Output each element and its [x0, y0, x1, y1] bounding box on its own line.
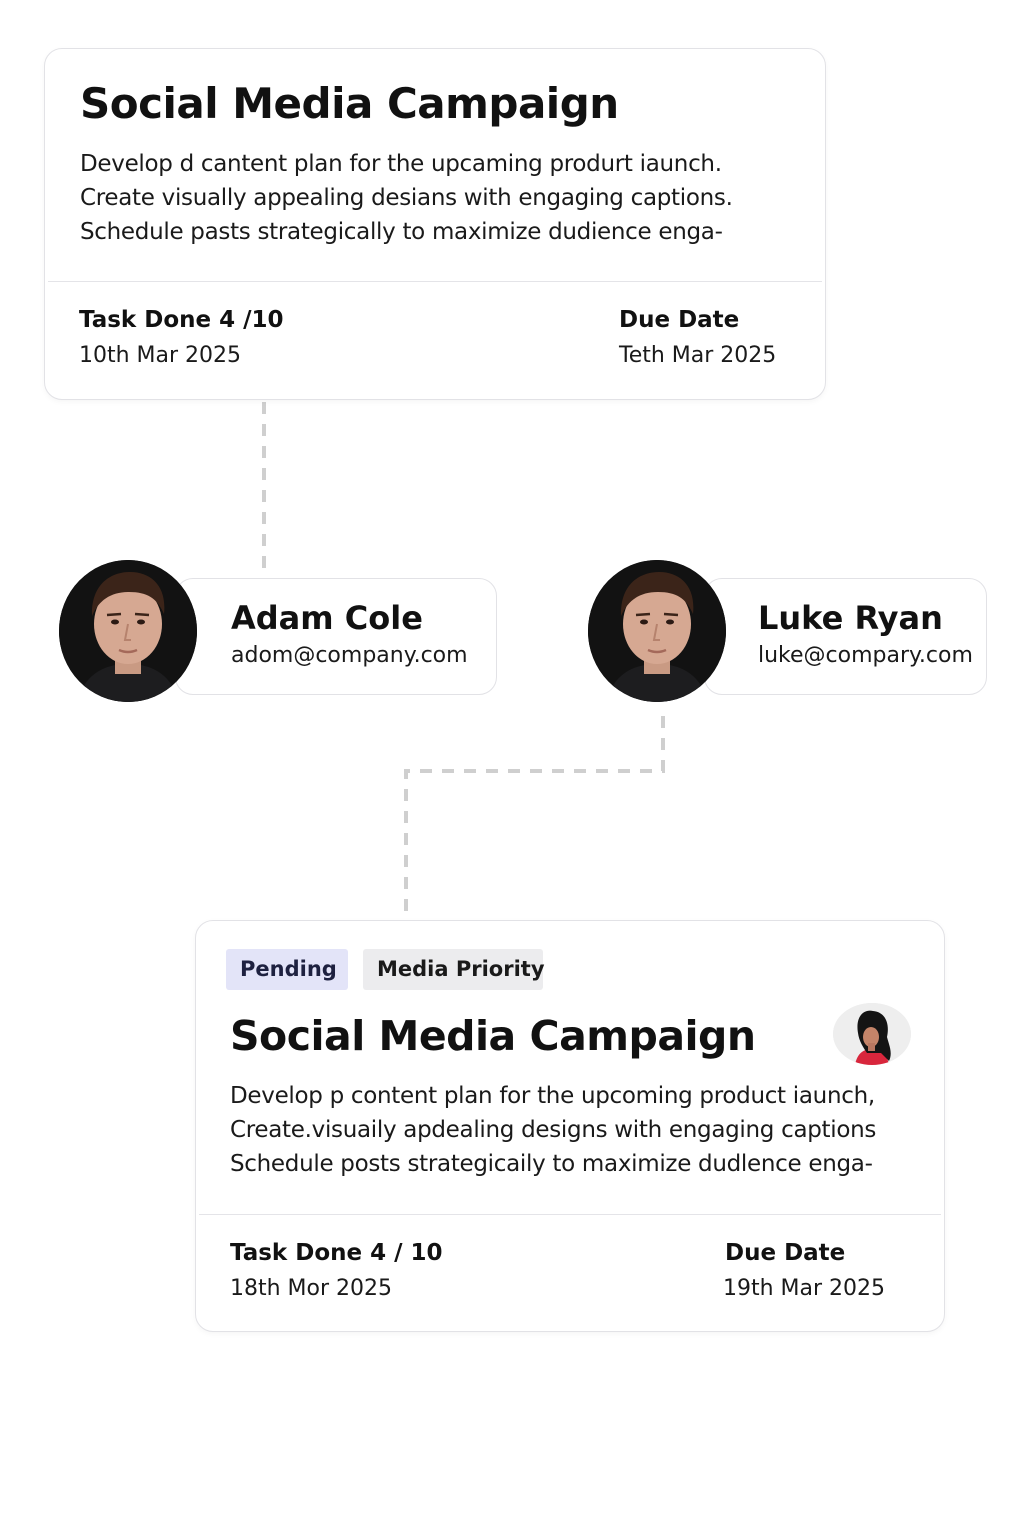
task-title: Social Media Campaign [230, 1012, 756, 1060]
card-divider [48, 281, 822, 282]
connector-luke-to-bottom-card [404, 716, 665, 918]
task-start-date: 10th Mar 2025 [79, 343, 242, 368]
task-done-label: Task Done 4 /10 [79, 307, 284, 333]
due-date-value: 19th Mar 2025 [723, 1276, 886, 1301]
task-done-label: Task Done 4 / 10 [230, 1240, 443, 1266]
task-card-bottom[interactable]: Pending Media Priority Social Media Camp… [195, 920, 945, 1332]
person-email[interactable]: adom@company.com [231, 643, 468, 668]
person-card-luke[interactable]: Luke Ryan luke@compary.com [704, 578, 987, 695]
task-description-line: Schedule pasts strategically to maximize… [80, 219, 723, 245]
task-description-line: Schedule posts strategicaily to maximize… [230, 1151, 873, 1177]
person-email[interactable]: luke@compary.com [758, 643, 973, 668]
task-description-line: Develop d cantent plan for the upcaming … [80, 151, 722, 177]
female-avatar-illustration [833, 1003, 911, 1065]
person-name: Adam Cole [231, 599, 423, 637]
status-badge[interactable]: Pending [226, 949, 348, 990]
task-card-top[interactable]: Social Media Campaign Develop d cantent … [44, 48, 826, 400]
due-date-value: Teth Mar 2025 [619, 343, 777, 368]
avatar[interactable] [588, 560, 726, 702]
priority-badge[interactable]: Media Priority [363, 949, 545, 990]
card-divider [199, 1214, 941, 1215]
task-description: Develop d cantent plan for the upcaming … [80, 147, 733, 249]
due-date-label: Due Date [725, 1240, 846, 1266]
assignee-avatar[interactable] [833, 1003, 911, 1065]
task-description-line: Create.visuaily apdealing designs with e… [230, 1117, 877, 1143]
task-description-line: Develop p content plan for the upcoming … [230, 1083, 875, 1109]
task-start-date: 18th Mor 2025 [230, 1276, 393, 1301]
task-title: Social Media Campaign [80, 79, 619, 128]
task-description-line: Create visually appealing desians with e… [80, 185, 733, 211]
task-description: Develop p content plan for the upcoming … [230, 1079, 876, 1181]
avatar[interactable] [59, 560, 197, 702]
male-portrait-photo [59, 560, 197, 702]
person-card-adam[interactable]: Adam Cole adom@company.com [175, 578, 497, 695]
person-name: Luke Ryan [758, 599, 943, 637]
due-date-label: Due Date [619, 307, 740, 333]
male-portrait-photo [588, 560, 726, 702]
